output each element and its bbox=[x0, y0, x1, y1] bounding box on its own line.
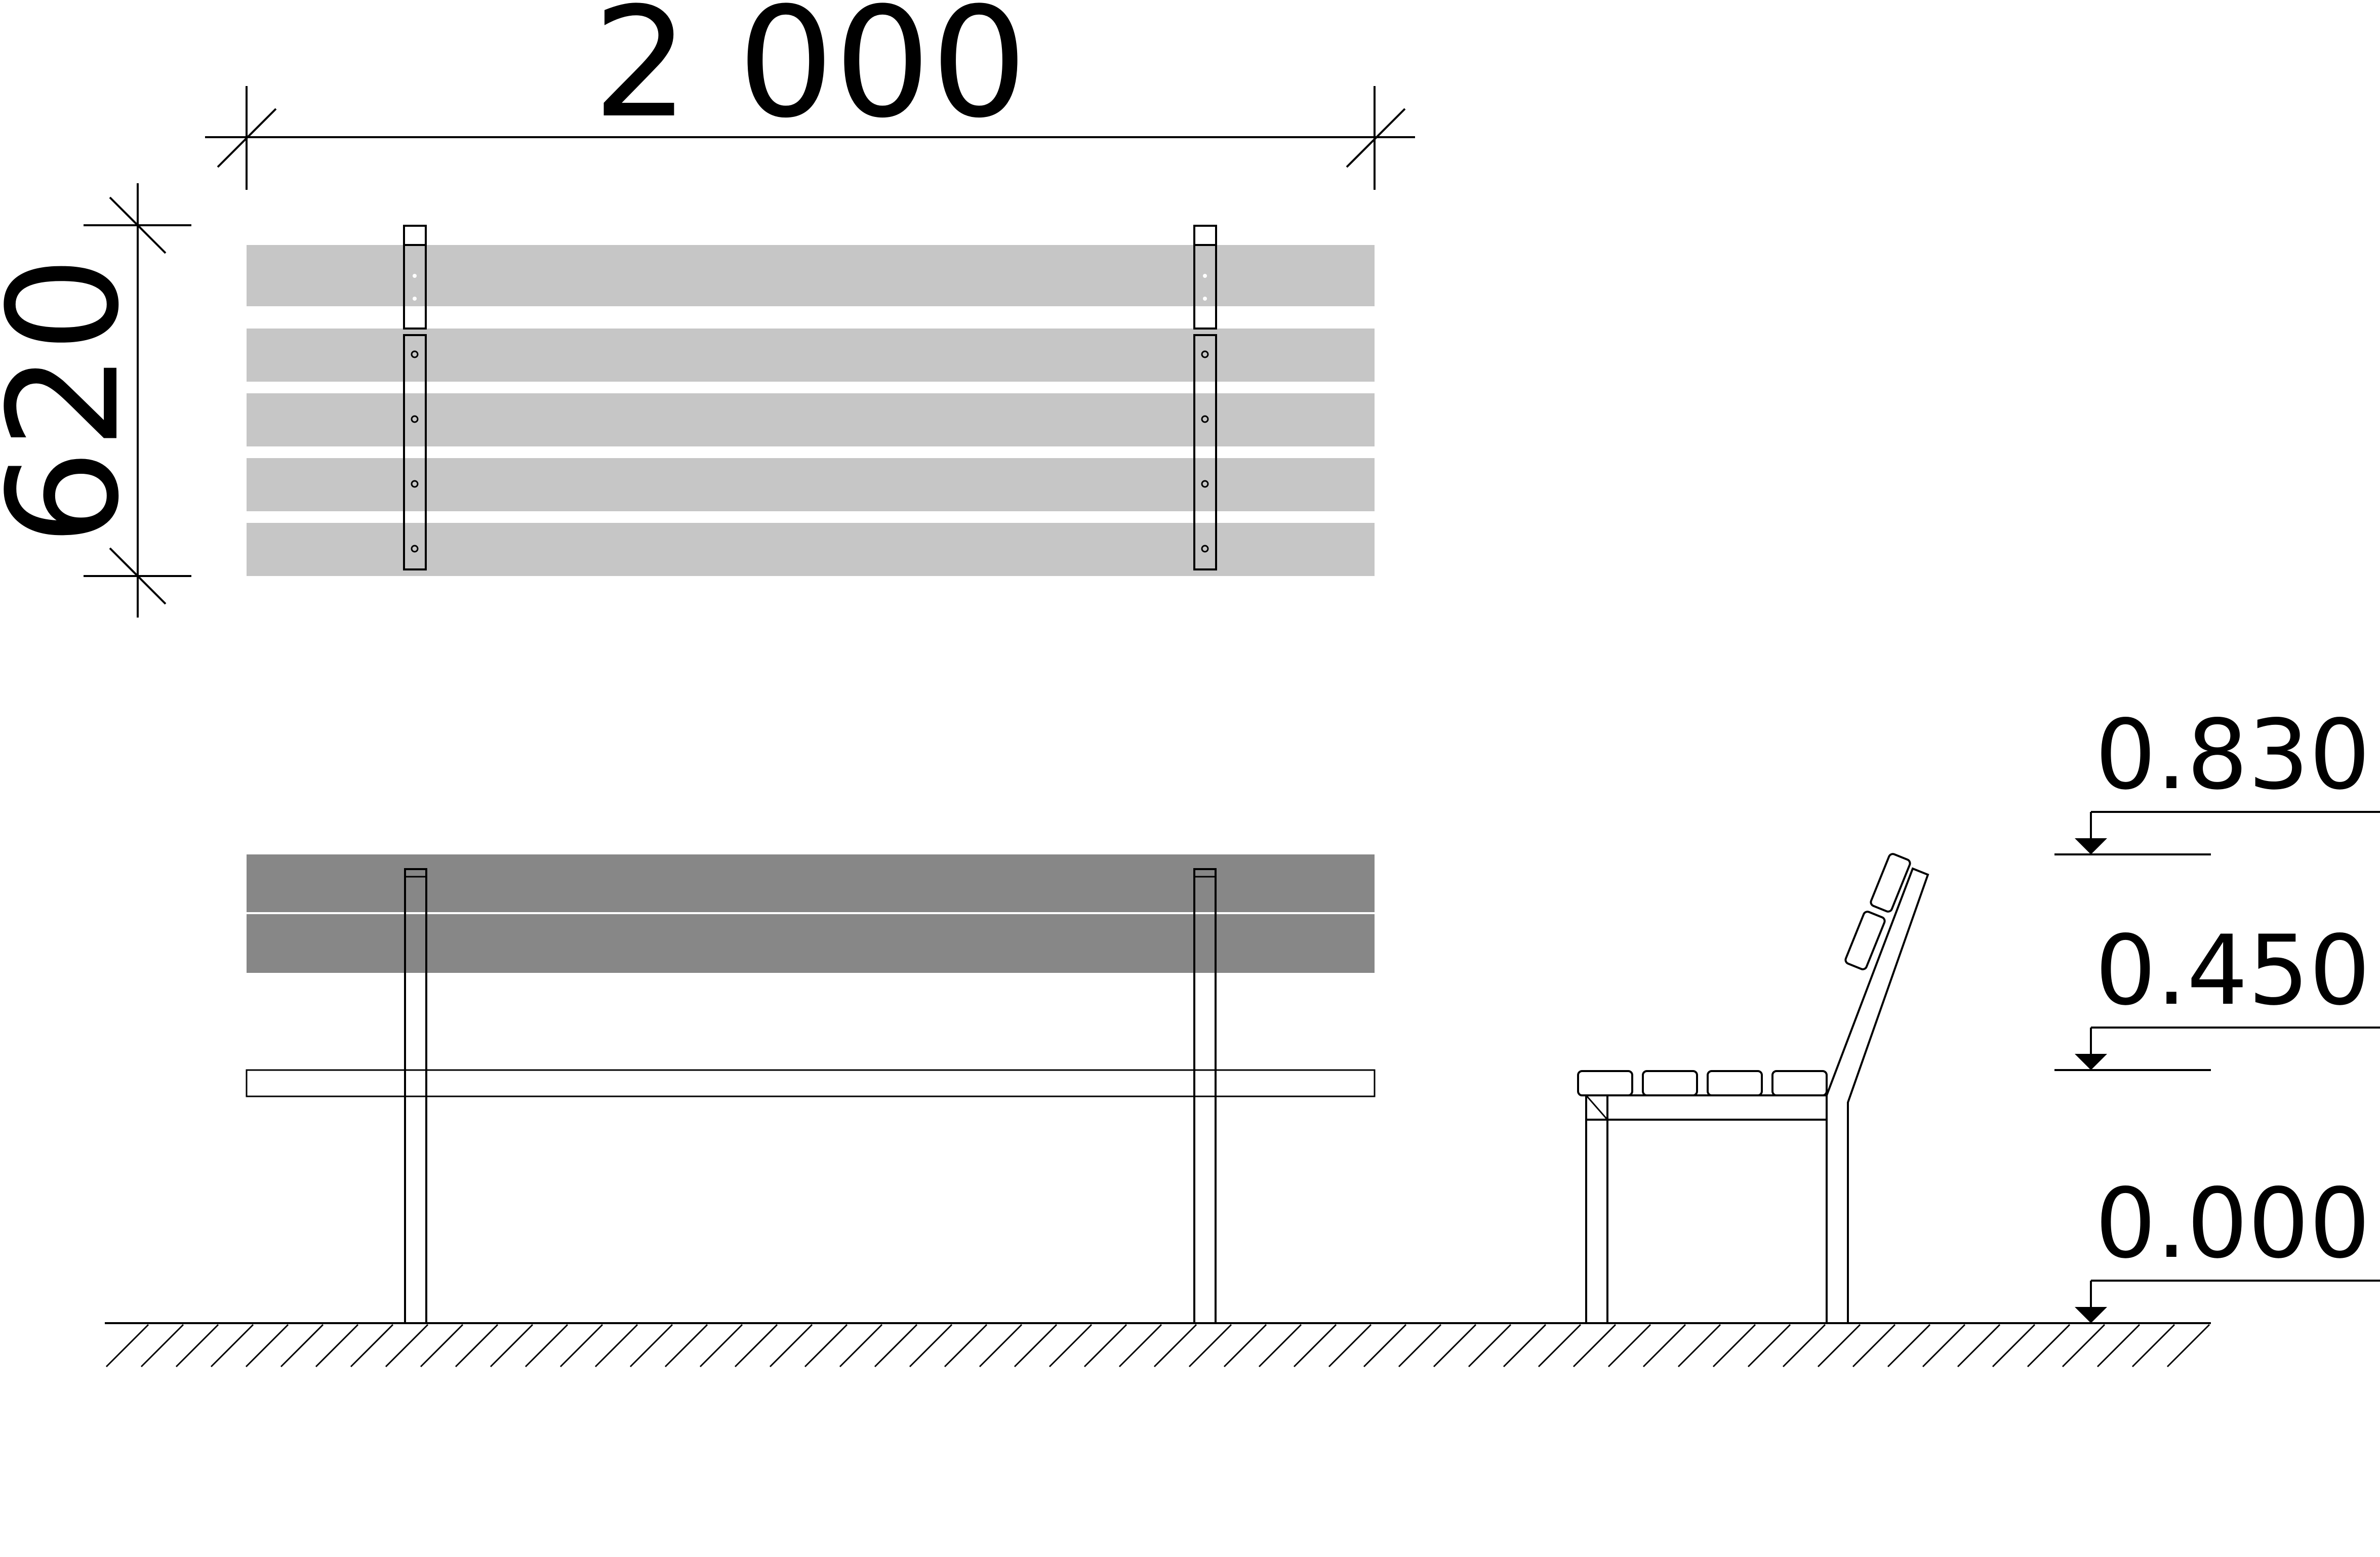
level-marker-seat: 0.450 bbox=[2054, 915, 2380, 1071]
level-label-ground: 0.000 bbox=[2095, 1168, 2370, 1280]
hatch-line bbox=[839, 1324, 883, 1368]
hatch-line bbox=[979, 1324, 1023, 1368]
hatch-line bbox=[1922, 1324, 1966, 1368]
hatch-line bbox=[1572, 1324, 1617, 1368]
side-backrest-slat bbox=[1870, 853, 1911, 913]
hatch-line bbox=[769, 1324, 813, 1368]
hatch-line bbox=[2166, 1324, 2210, 1368]
hatch-line bbox=[1503, 1324, 1547, 1368]
hatch-line bbox=[699, 1324, 743, 1368]
plan-slat bbox=[247, 245, 1375, 306]
hatch-line bbox=[1992, 1324, 2036, 1368]
hatch-line bbox=[664, 1324, 708, 1368]
depth-dimension: 620 bbox=[0, 183, 191, 618]
hatch-line bbox=[1468, 1324, 1512, 1368]
hatch-line bbox=[315, 1324, 359, 1368]
hatch-line bbox=[1747, 1324, 1791, 1368]
hatch-line bbox=[909, 1324, 953, 1368]
hatch-line bbox=[1957, 1324, 2001, 1368]
hatch-line bbox=[2027, 1324, 2071, 1368]
plan-slat bbox=[247, 329, 1375, 382]
hatch-line bbox=[594, 1324, 638, 1368]
hatch-line bbox=[1363, 1324, 1407, 1368]
hatch-line bbox=[210, 1324, 254, 1368]
side-elevation bbox=[1577, 853, 1929, 1324]
hatch-line bbox=[1223, 1324, 1267, 1368]
hatch-line bbox=[350, 1324, 394, 1368]
hatch-line bbox=[1014, 1324, 1058, 1368]
side-rear-leg bbox=[1826, 867, 1929, 1324]
hatch-line bbox=[874, 1324, 918, 1368]
hatch-line bbox=[245, 1324, 289, 1368]
plan-support-right bbox=[1193, 225, 1217, 570]
level-label-top: 0.830 bbox=[2095, 699, 2370, 811]
hatch-line bbox=[1433, 1324, 1477, 1368]
plan-slat bbox=[247, 458, 1375, 511]
hatch-line bbox=[385, 1324, 429, 1368]
side-seat-slat bbox=[1577, 1070, 1633, 1096]
hatch-line bbox=[420, 1324, 464, 1368]
hatch-line bbox=[629, 1324, 673, 1368]
hatch-line bbox=[1293, 1324, 1337, 1368]
backrest-slat bbox=[247, 914, 1375, 973]
hatch-line bbox=[1118, 1324, 1162, 1368]
hatch-line bbox=[1048, 1324, 1093, 1368]
hatch-line bbox=[525, 1324, 569, 1368]
hatch-line bbox=[1817, 1324, 1861, 1368]
hatch-line bbox=[804, 1324, 848, 1368]
depth-label: 620 bbox=[0, 256, 152, 546]
level-label-seat: 0.450 bbox=[2095, 915, 2370, 1027]
hatch-line bbox=[1782, 1324, 1826, 1368]
level-marker-ground: 0.000 bbox=[2075, 1168, 2380, 1323]
hatch-line bbox=[559, 1324, 603, 1368]
hatch-line bbox=[2131, 1324, 2175, 1368]
hatch-line bbox=[1188, 1324, 1232, 1368]
ground-hatching bbox=[105, 1324, 2210, 1368]
front-elevation bbox=[246, 854, 1376, 1324]
side-seat-slat bbox=[1642, 1070, 1698, 1096]
hatch-line bbox=[175, 1324, 219, 1368]
level-marker-top: 0.830 bbox=[2054, 699, 2380, 855]
hatch-line bbox=[105, 1324, 149, 1368]
hatch-line bbox=[490, 1324, 534, 1368]
hatch-line bbox=[1887, 1324, 1931, 1368]
side-backrest-slat bbox=[1844, 911, 1886, 970]
hatch-line bbox=[1677, 1324, 1721, 1368]
plan-support-left bbox=[403, 225, 427, 570]
plan-slat bbox=[247, 523, 1375, 576]
hatch-line bbox=[2062, 1324, 2106, 1368]
hatch-line bbox=[455, 1324, 499, 1368]
hatch-line bbox=[1258, 1324, 1302, 1368]
hatch-line bbox=[1538, 1324, 1582, 1368]
hatch-line bbox=[944, 1324, 988, 1368]
hatch-line bbox=[1398, 1324, 1442, 1368]
hatch-line bbox=[1328, 1324, 1372, 1368]
backrest-slat bbox=[247, 854, 1375, 912]
hatch-line bbox=[2096, 1324, 2141, 1368]
side-seat-slat bbox=[1771, 1070, 1828, 1096]
side-seat-slat bbox=[1707, 1070, 1763, 1096]
ground-line bbox=[105, 1322, 2211, 1368]
length-dimension: 2 000 bbox=[205, 0, 1415, 190]
hatch-line bbox=[1712, 1324, 1756, 1368]
hatch-line bbox=[140, 1324, 184, 1368]
hatch-line bbox=[280, 1324, 324, 1368]
hatch-line bbox=[1642, 1324, 1686, 1368]
length-label: 2 000 bbox=[593, 0, 1028, 151]
side-front-leg bbox=[1585, 1094, 1608, 1324]
hatch-line bbox=[1607, 1324, 1651, 1368]
hatch-line bbox=[734, 1324, 778, 1368]
hatch-line bbox=[1852, 1324, 1896, 1368]
seat-slat bbox=[246, 1069, 1376, 1097]
hatch-line bbox=[1083, 1324, 1127, 1368]
hatch-line bbox=[1153, 1324, 1197, 1368]
plan-slat bbox=[247, 393, 1375, 446]
plan-view bbox=[247, 225, 1375, 576]
